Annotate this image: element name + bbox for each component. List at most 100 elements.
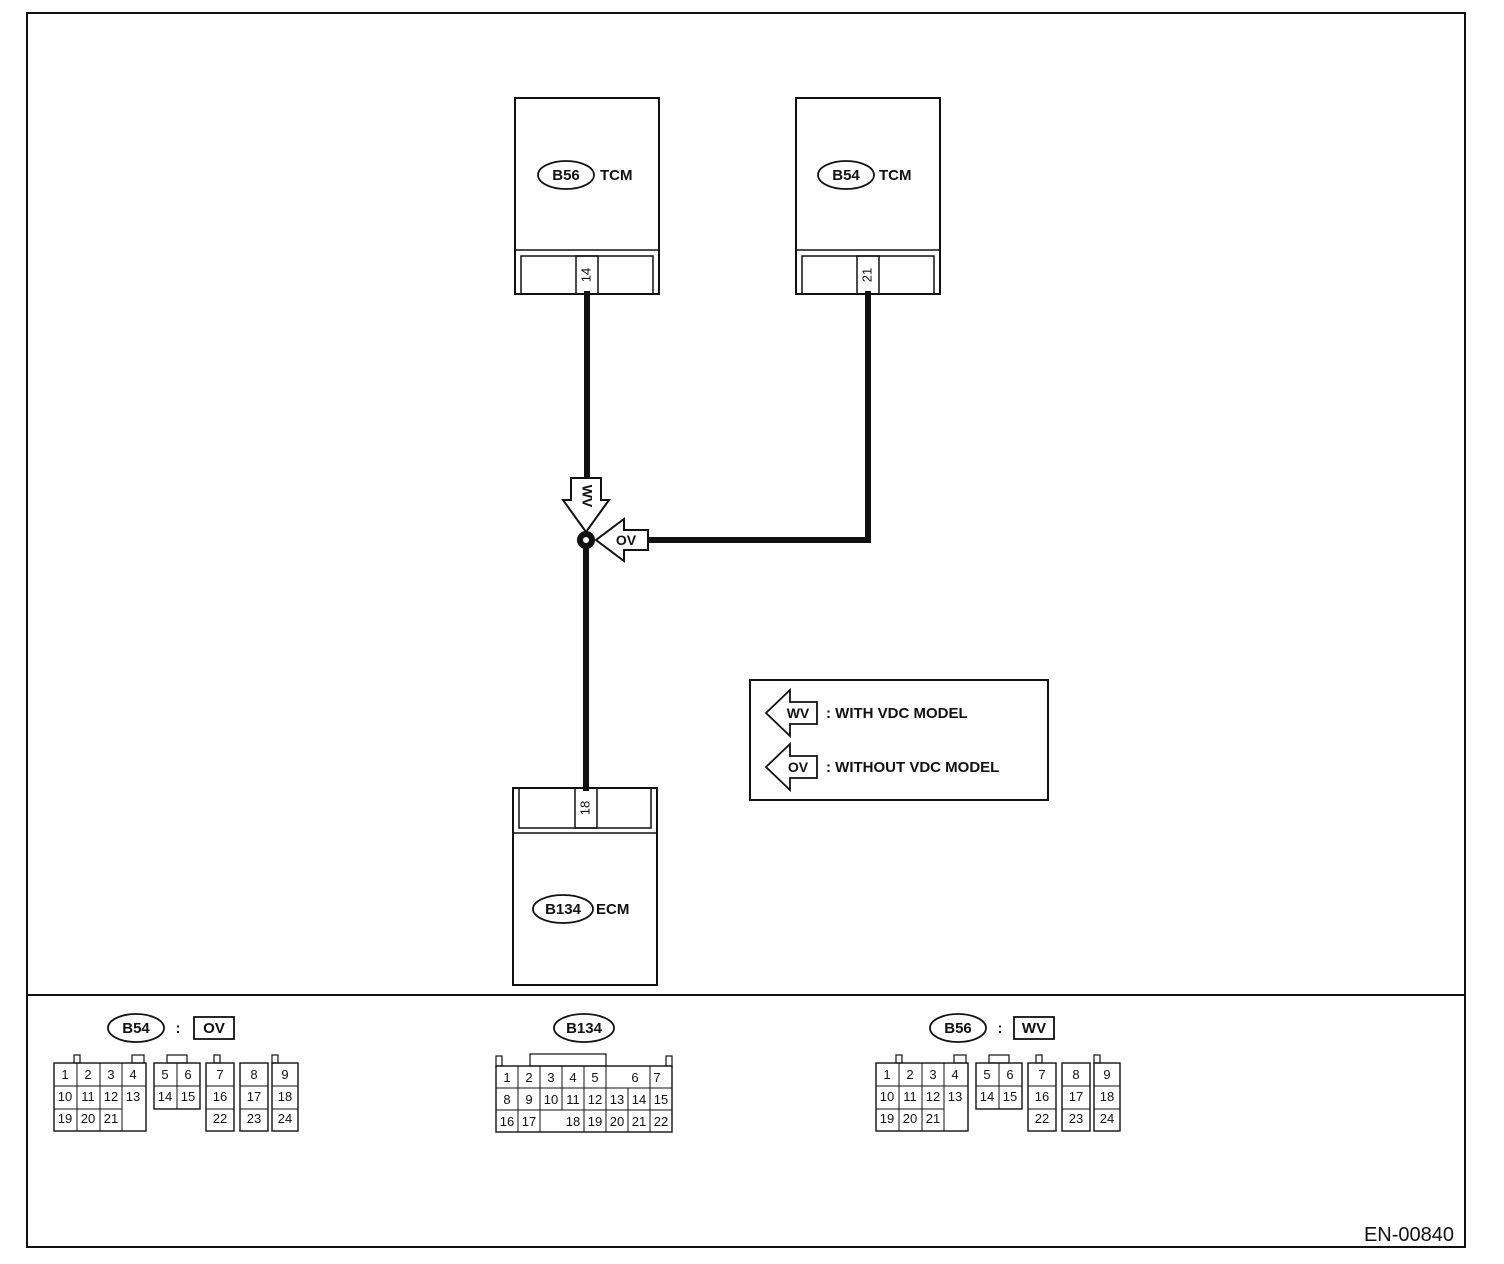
- pin-label: 14: [632, 1092, 646, 1107]
- svg-text:OV: OV: [203, 1020, 225, 1037]
- pin-label: 4: [129, 1067, 136, 1082]
- pin-label: 22: [654, 1114, 668, 1129]
- pin-label: 6: [1006, 1067, 1013, 1082]
- pin-label: 19: [588, 1114, 602, 1129]
- wire-harness: [583, 291, 871, 791]
- pin-label: 13: [126, 1089, 140, 1104]
- pin-label: 16: [1035, 1089, 1049, 1104]
- pin-label: 2: [84, 1067, 91, 1082]
- module-b134-ecm: B134 ECM 18: [512, 787, 658, 986]
- pin-label: 9: [1103, 1067, 1110, 1082]
- pin-label: 8: [1072, 1067, 1079, 1082]
- pin-label: 11: [81, 1089, 95, 1104]
- module-name: TCM: [600, 167, 633, 184]
- pin-label: 1: [503, 1070, 510, 1085]
- pin-label: 22: [213, 1111, 227, 1126]
- svg-text:B134: B134: [566, 1020, 603, 1037]
- connector-id: B54: [832, 167, 860, 184]
- pin-label: 19: [880, 1111, 894, 1126]
- pin-label: 3: [107, 1067, 114, 1082]
- pin-label: 20: [81, 1111, 95, 1126]
- pin-label: 21: [926, 1111, 940, 1126]
- pin-label: 24: [1100, 1111, 1114, 1126]
- pin-label: 4: [951, 1067, 958, 1082]
- wv-arrow-tag: WV: [561, 477, 611, 534]
- pin-label: 12: [588, 1092, 602, 1107]
- module-name: TCM: [879, 167, 912, 184]
- pin-number: 14: [578, 268, 593, 282]
- pin-label: 23: [1069, 1111, 1083, 1126]
- svg-text::: :: [998, 1020, 1003, 1037]
- pin-label: 5: [591, 1070, 598, 1085]
- module-b54-tcm: B54 TCM 21: [795, 97, 941, 295]
- svg-text:: WITH VDC MODEL: : WITH VDC MODEL: [826, 705, 968, 722]
- pin-label: 15: [1003, 1089, 1017, 1104]
- pin-label: 16: [213, 1089, 227, 1104]
- pin-label: 7: [653, 1070, 660, 1085]
- svg-text::: :: [176, 1020, 181, 1037]
- connector-badge: [817, 160, 875, 190]
- pin-label: 20: [610, 1114, 624, 1129]
- pin-label: 2: [525, 1070, 532, 1085]
- svg-text:OV: OV: [788, 759, 809, 775]
- pin-label: 1: [883, 1067, 890, 1082]
- connector-badge: [532, 894, 594, 924]
- outer-frame: [26, 12, 1466, 1248]
- svg-text:B56: B56: [944, 1020, 972, 1037]
- pin-label: 17: [522, 1114, 536, 1129]
- pin-label: 7: [1038, 1067, 1045, 1082]
- pin-label: 2: [906, 1067, 913, 1082]
- connector-badge: [537, 160, 595, 190]
- svg-text:B54: B54: [122, 1020, 150, 1037]
- pin-label: 1: [61, 1067, 68, 1082]
- svg-text:WV: WV: [787, 705, 810, 721]
- pin-label: 13: [948, 1089, 962, 1104]
- pin-label: 4: [569, 1070, 576, 1085]
- pin-number: 21: [859, 268, 874, 282]
- pin-label: 21: [104, 1111, 118, 1126]
- svg-text:WV: WV: [1022, 1020, 1046, 1037]
- pin-number: 18: [577, 801, 592, 815]
- pin-label: 13: [610, 1092, 624, 1107]
- connector-id: B56: [552, 167, 580, 184]
- pin-label: 22: [1035, 1111, 1049, 1126]
- wire-b54-to-junction: [645, 291, 871, 543]
- pin-label: 14: [980, 1089, 994, 1104]
- legend: WV : WITH VDC MODEL OV : WITHOUT VDC MOD…: [749, 679, 1049, 801]
- legend-item-wv: WV : WITH VDC MODEL: [764, 687, 968, 739]
- pin-label: 17: [247, 1089, 261, 1104]
- pin-label: 9: [525, 1092, 532, 1107]
- pin-label: 14: [158, 1089, 172, 1104]
- connector-id: B134: [545, 901, 582, 918]
- pin-label: 19: [58, 1111, 72, 1126]
- pin-label: 6: [184, 1067, 191, 1082]
- pin-label: 3: [929, 1067, 936, 1082]
- pin-label: 23: [247, 1111, 261, 1126]
- pin-label: 3: [547, 1070, 554, 1085]
- pin-label: 7: [216, 1067, 223, 1082]
- pin-label: 18: [278, 1089, 292, 1104]
- pin-label: 21: [632, 1114, 646, 1129]
- pin-label: 10: [58, 1089, 72, 1104]
- pin-label: 17: [1069, 1089, 1083, 1104]
- pin-label: 9: [281, 1067, 288, 1082]
- figure-code: EN-00840: [1364, 1224, 1454, 1246]
- module-b56-tcm: B56 TCM 14: [514, 97, 660, 295]
- pin-label: 18: [566, 1114, 580, 1129]
- pin-label: 8: [503, 1092, 510, 1107]
- ov-arrow-tag: OV: [594, 517, 649, 563]
- pin-label: 5: [161, 1067, 168, 1082]
- pin-label: 24: [278, 1111, 292, 1126]
- module-name: ECM: [596, 901, 629, 918]
- pin-label: 11: [903, 1089, 917, 1104]
- pin-label: 8: [250, 1067, 257, 1082]
- pin-label: 15: [654, 1092, 668, 1107]
- pin-label: 20: [903, 1111, 917, 1126]
- pin-label: 10: [544, 1092, 558, 1107]
